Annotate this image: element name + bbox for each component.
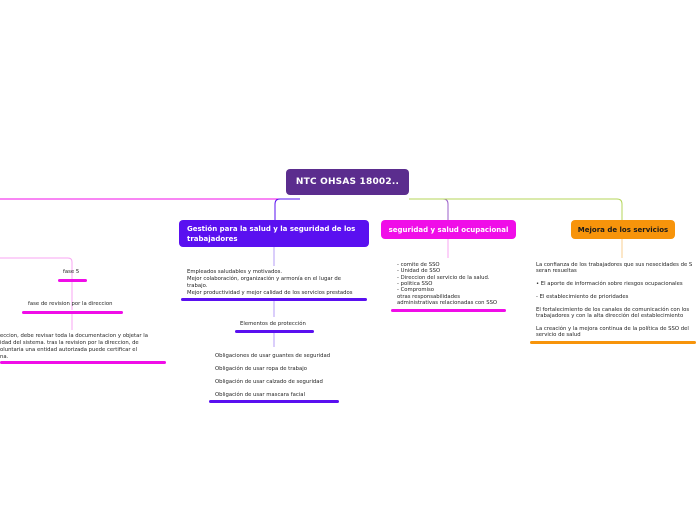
connector-root-b1	[274, 198, 300, 220]
mejora-text-underline	[530, 341, 696, 344]
left-text-underline	[0, 361, 166, 364]
seguridad-text-line: - comite de SSO	[397, 262, 440, 268]
elementos-proteccion-underline	[235, 330, 314, 333]
mejora-text-line: trabajadores y con la alta dirección del…	[536, 313, 684, 319]
proteccion-item: Obligación de usar ropa de trabajo	[215, 366, 307, 372]
seguridad-text-line: - Direccion del servicio de la salud.	[397, 275, 490, 281]
left-text-line: idad del sistema. tras la revision por l…	[0, 340, 139, 346]
seguridad-text-underline	[391, 309, 506, 312]
branch-gestion-label: Gestión para la salud y la seguridad de …	[187, 224, 356, 243]
branch-seguridad-node[interactable]: seguridad y salud ocupacional	[381, 220, 516, 239]
left-text-line: eccion, debe revisar toda la documentaci…	[0, 333, 148, 339]
connector-root-b3	[409, 198, 623, 220]
branch-gestion-node[interactable]: Gestión para la salud y la seguridad de …	[179, 220, 369, 247]
proteccion-item: Obligación de usar mascara facial	[215, 392, 305, 398]
mejora-text-line: • El aporte de información sobre riesgos…	[536, 281, 683, 287]
root-node[interactable]: NTC OHSAS 18002..	[286, 169, 409, 195]
seguridad-text-line: administrativas relacionadas con SSO	[397, 300, 498, 306]
gestion-text-line: Mejor colaboración, organización y armon…	[187, 276, 342, 282]
connector-left-fase	[0, 257, 73, 279]
seguridad-text-line: otras responsabilidades	[397, 294, 460, 300]
gestion-text-line: trabajo.	[187, 283, 208, 289]
seguridad-text-line: - Compromiso	[397, 287, 434, 293]
left-text-line: na.	[0, 354, 9, 360]
proteccion-item: Obligación de usar calzado de seguridad	[215, 379, 323, 385]
mejora-text-line: La confianza de los trabajadores que sus…	[536, 262, 693, 268]
left-fase-label[interactable]: fase 5	[63, 269, 80, 275]
connector-root-b2	[409, 198, 449, 220]
proteccion-items-underline	[209, 400, 339, 403]
left-revision-label[interactable]: fase de revision por la direccion	[28, 301, 113, 307]
mejora-text-line: La creación y la mejora continua de la p…	[536, 326, 689, 332]
branch-mejora-node[interactable]: Mejora de los servicios	[571, 220, 675, 239]
left-text-line: oluntaria una entidad autorizada puede c…	[0, 347, 137, 353]
left-revision-underline	[22, 311, 123, 314]
branch-mejora-label: Mejora de los servicios	[577, 225, 669, 234]
mejora-text-line: servicio de salud	[536, 332, 581, 338]
seguridad-text-line: - Unidad de SSO	[397, 268, 441, 274]
gestion-text-line: Mejor productividad y mejor calidad de l…	[187, 290, 353, 296]
elementos-proteccion-label[interactable]: Elementos de protección	[240, 321, 306, 327]
mejora-text-line: - El establecimiento de prioridades	[536, 294, 629, 300]
branch-seguridad-label: seguridad y salud ocupacional	[388, 225, 509, 234]
mejora-text-line: El fortalecimiento de los canales de com…	[536, 307, 690, 313]
proteccion-item: Obligaciones de usar guantes de segurida…	[215, 353, 331, 359]
root-label: NTC OHSAS 18002..	[295, 177, 400, 187]
left-fase-underline	[58, 279, 87, 282]
mejora-text-line: seran resueltas	[536, 268, 577, 274]
gestion-text-underline	[181, 298, 367, 301]
seguridad-text-line: - politica SSO	[397, 281, 433, 287]
gestion-text-line: Empleados saludables y motivados.	[187, 269, 283, 275]
